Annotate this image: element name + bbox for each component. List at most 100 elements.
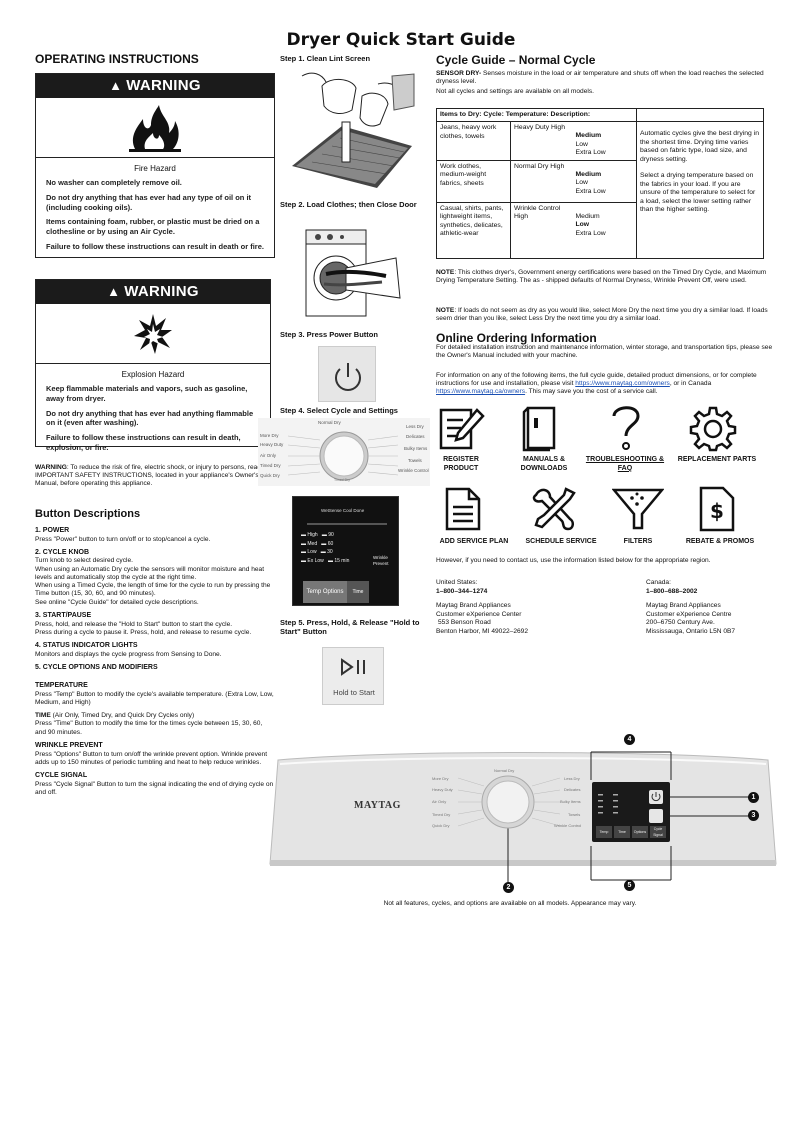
online-text: , or in Canada [669,380,712,388]
filter-funnel-icon[interactable] [611,486,665,536]
options-title: 5. CYCLE OPTIONS AND MODIFIERS [35,664,158,672]
signal-title: CYCLE SIGNAL [35,771,88,779]
fire-warning-box: ▲WARNING Fire Hazard No washer can compl… [35,73,275,258]
temp-button[interactable]: Temp [596,826,612,838]
temp-option: Low [575,221,590,229]
filters-label[interactable]: FILTERS [623,538,653,545]
panel-temp-button[interactable]: Temp Options [303,581,347,603]
panel-row: ▬ High ▬ 90 [301,532,334,538]
cycle-cell: Heavy Duty High [510,121,573,161]
temp-option: Medium [575,212,600,220]
status-title: 4. STATUS INDICATOR LIGHTS [35,642,138,650]
table-header: Items to Dry: Cycle: Temperature: Descri… [436,107,637,123]
panel-time: 30 [327,549,333,555]
knob-label: Towels [408,458,422,463]
temp-option: Extra Low [575,149,606,157]
ca-address-line: Maytag Brand Appliances [646,602,721,610]
explosion-warning-line: Failure to follow these instructions can… [46,433,241,452]
power-desc: Press "Power" button to turn on/off or t… [35,535,211,543]
table-header-row: Items to Dry: Cycle: Temperature: Descri… [436,107,764,123]
ca-phone[interactable]: 1–800–688–2002 [646,587,698,595]
register-product-icon[interactable] [437,404,485,456]
cycle-signal-button[interactable]: Cycle Signal [650,826,666,838]
description-text: Select a drying temperature based on the… [640,172,756,214]
fire-warning-line: Items containing foam, rubber, or plasti… [46,217,260,236]
panel-rows: ▬ High ▬ 90 ▬ Med ▬ 60 ▬ Low ▬ 30 ▬ Ex L… [301,531,393,565]
fire-warning-line: Failure to follow these instructions can… [46,241,264,251]
gear-icon[interactable] [689,404,737,456]
panel-temp: Ex Low [307,557,324,564]
warning-note-text: : To reduce the risk of fire, electric s… [35,464,272,488]
note-label: NOTE [436,307,455,314]
knob-label: Heavy Duty [432,787,453,792]
knob-label: Air Only [260,453,277,458]
panel-wrinkle-label: Wrinkle Prevent [373,555,389,566]
cycle-guide-table: Items to Dry: Cycle: Temperature: Descri… [436,107,764,259]
manuals-icon[interactable] [520,404,564,456]
cycle-guide-heading: Cycle Guide – Normal Cycle [436,53,596,67]
online-links-text: For information on any of the following … [436,372,776,397]
knob-label: Quick Dry [260,473,280,478]
panel-temp: Low [307,549,317,555]
knob-desc-3: When using a Timed Cycle, the length of … [35,582,271,598]
time-desc: Press "Time" Button to modify the time f… [35,720,263,736]
knob-label: Quick Dry [432,823,450,828]
fire-hazard-label: Fire Hazard [134,164,176,173]
ca-address-line: 200–6750 Century Ave. [646,619,715,627]
temp-cell: Medium Low Extra Low [572,121,637,161]
troubleshooting-label[interactable]: TROUBLESHOOTING & FAQ [582,456,668,474]
add-service-plan-label[interactable]: ADD SERVICE PLAN [439,538,509,545]
temp-cell: Medium Low Extra Low [572,201,637,259]
replacement-parts-label[interactable]: REPLACEMENT PARTS [677,456,757,463]
temp-desc: Press "Temp" Button to modify the cycle'… [35,690,274,706]
troubleshooting-text[interactable]: TROUBLESHOOTING & FAQ [585,456,665,472]
items-cell: Work clothes, medium-weight fabrics, she… [436,159,511,203]
callout-2: 2 [503,882,514,893]
ca-contact: Canada: 1–800–688–2002 Maytag Brand Appl… [646,579,786,636]
time-button[interactable]: Time [614,826,630,838]
temp-cell: Medium Low Extra Low [572,159,637,203]
play-pause-icon [341,658,365,676]
knob-label: Timed Dry [260,463,281,468]
document-icon[interactable] [443,485,483,537]
options-button[interactable]: Options [632,826,648,838]
signal-desc: Press "Cycle Signal" Button to turn the … [35,780,274,796]
maytag-us-link[interactable]: https://www.maytag.com/owners [575,380,670,388]
us-address-line: Customer eXperience Center [436,610,522,618]
sensor-dry-desc: Senses moisture in the load or air tempe… [436,70,764,86]
us-address-line: 553 Benson Road [438,619,491,627]
step-1-label: Step 1. Clean Lint Screen [280,54,371,63]
items-cell: Jeans, heavy work clothes, towels [436,121,511,161]
table-row: Casual, shirts, pants, lightweight items… [436,201,764,259]
rebate-promos-label[interactable]: REBATE & PROMOS [685,538,755,545]
us-phone[interactable]: 1–800–344–1274 [436,587,488,595]
temp-option: Medium [575,170,602,178]
manuals-downloads-label[interactable]: MANUALS & DOWNLOADS [520,456,568,472]
knob-label: Timed Dry [334,478,351,482]
schedule-service-label[interactable]: SCHEDULE SERVICE [525,538,597,545]
sensor-dry-label: SENSOR DRY- [436,70,482,77]
description-text: Automatic cycles give the best drying in… [640,130,760,163]
start-desc-2: Press during a cycle to pause it. Press,… [35,628,252,636]
knob-label: Wrinkle Control [554,823,582,828]
items-cell: Casual, shirts, pants, lightweight items… [436,201,511,259]
knob-label: Normal Dry [494,768,515,773]
maytag-ca-link[interactable]: https://www.maytag.ca/owners [436,388,526,396]
temp-option: Low [575,179,588,187]
dryer-panel-diagram: MAYTAG Normal Dry More Dry Heavy Duty Ai… [268,736,778,896]
panel-time-button[interactable]: Time [347,581,369,603]
knob-label: Heavy Duty [260,442,284,447]
start-desc-1: Press, hold, and release the "Hold to St… [35,620,233,628]
us-address-line: Benton Harbor, MI 49022–2692 [436,627,529,635]
register-product-label[interactable]: REGISTER PRODUCT [443,456,479,472]
temp-title: TEMPERATURE [35,681,88,689]
wrench-screwdriver-icon[interactable] [530,485,578,537]
question-mark-icon[interactable] [608,402,644,456]
callout-5: 5 [624,880,635,891]
dollar-document-icon[interactable]: $ [697,486,737,536]
knob-label: Wrinkle Control [398,468,429,473]
knob-label: Bulky Items [404,446,428,451]
warning-label: WARNING [124,283,199,300]
note-text: : If loads do not seem as dry as you wou… [436,307,768,323]
power-title: 1. POWER [35,526,70,534]
